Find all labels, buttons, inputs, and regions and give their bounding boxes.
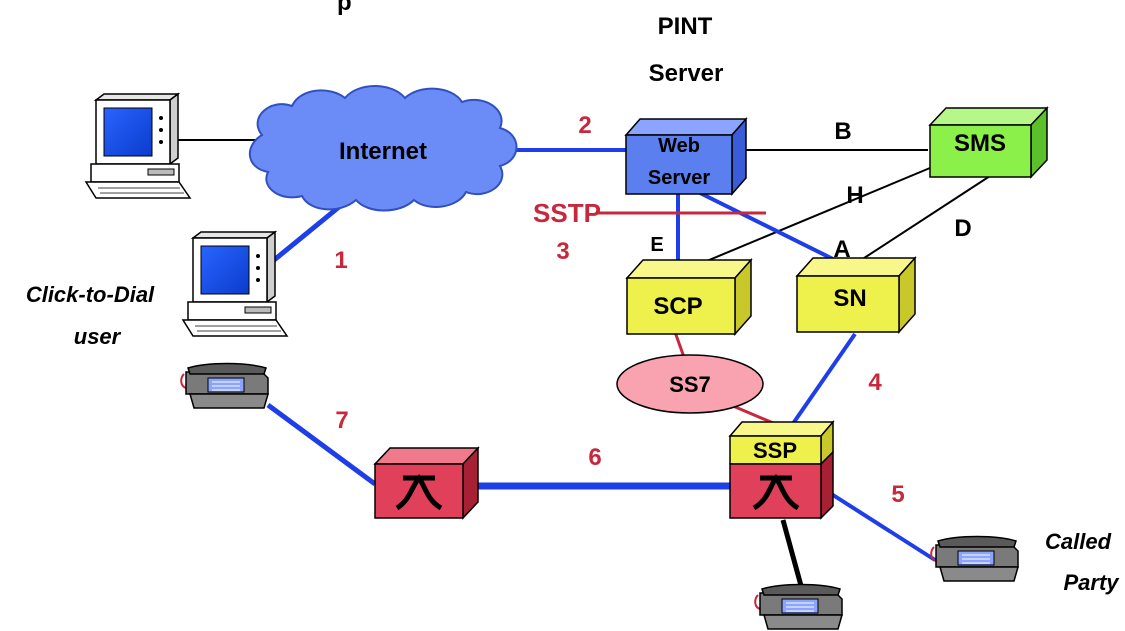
step-number: 7 bbox=[335, 407, 348, 434]
link-switch2-called bbox=[820, 486, 937, 562]
link-sms-scp bbox=[689, 167, 931, 269]
switch-box-left bbox=[373, 446, 480, 520]
scp-box bbox=[625, 258, 753, 336]
step-number: 4 bbox=[868, 369, 882, 396]
pint-title-line2: Server bbox=[649, 60, 724, 87]
sstp-label: SSTP bbox=[533, 198, 601, 228]
computer-icon bbox=[181, 230, 289, 337]
step-number: 1 bbox=[334, 247, 347, 274]
user-label-line2: user bbox=[74, 324, 122, 349]
header-partial: p bbox=[337, 0, 352, 16]
sn-box bbox=[795, 256, 917, 334]
called-label-line1: Called bbox=[1045, 529, 1112, 554]
scp-label: SCP bbox=[653, 293, 702, 320]
link-label-b: B bbox=[834, 118, 851, 145]
pint-title-line1: PINT bbox=[658, 13, 713, 40]
web-server-box bbox=[624, 117, 748, 196]
internet-cloud bbox=[248, 85, 518, 212]
link-webserver-sn bbox=[699, 191, 846, 267]
telephone-icon bbox=[930, 535, 1019, 582]
link-label-e: E bbox=[650, 234, 663, 256]
telephone-icon bbox=[180, 362, 269, 409]
link-label-h: H bbox=[846, 182, 863, 209]
web-server-label-line1: Web bbox=[658, 135, 700, 157]
web-server-label-line2: Server bbox=[648, 167, 710, 189]
user-label-line1: Click-to-Dial bbox=[26, 282, 155, 307]
link-label-a: A bbox=[833, 236, 850, 263]
sms-label: SMS bbox=[954, 130, 1006, 157]
link-phone-switch1 bbox=[266, 402, 377, 487]
link-sms-sn bbox=[857, 175, 991, 263]
link-switch2-phone bbox=[780, 519, 806, 594]
step-number: 5 bbox=[891, 481, 904, 508]
link-sn-ssp bbox=[790, 332, 857, 427]
telephone-icon bbox=[754, 583, 843, 630]
switch-box-right bbox=[729, 450, 834, 520]
ssp-box bbox=[728, 419, 835, 466]
sn-label: SN bbox=[833, 285, 866, 312]
sms-box bbox=[928, 106, 1049, 179]
ss7-label: SS7 bbox=[669, 372, 711, 397]
step-number: 3 bbox=[556, 238, 569, 265]
ssp-label: SSP bbox=[753, 438, 797, 463]
link-label-d: D bbox=[954, 215, 971, 242]
step-number: 2 bbox=[578, 112, 591, 139]
computer-icon bbox=[84, 92, 192, 199]
step-number: 6 bbox=[588, 444, 601, 471]
ss7-ellipse bbox=[616, 354, 764, 414]
internet-label: Internet bbox=[339, 138, 427, 165]
called-label-line2: Party bbox=[1063, 570, 1120, 595]
